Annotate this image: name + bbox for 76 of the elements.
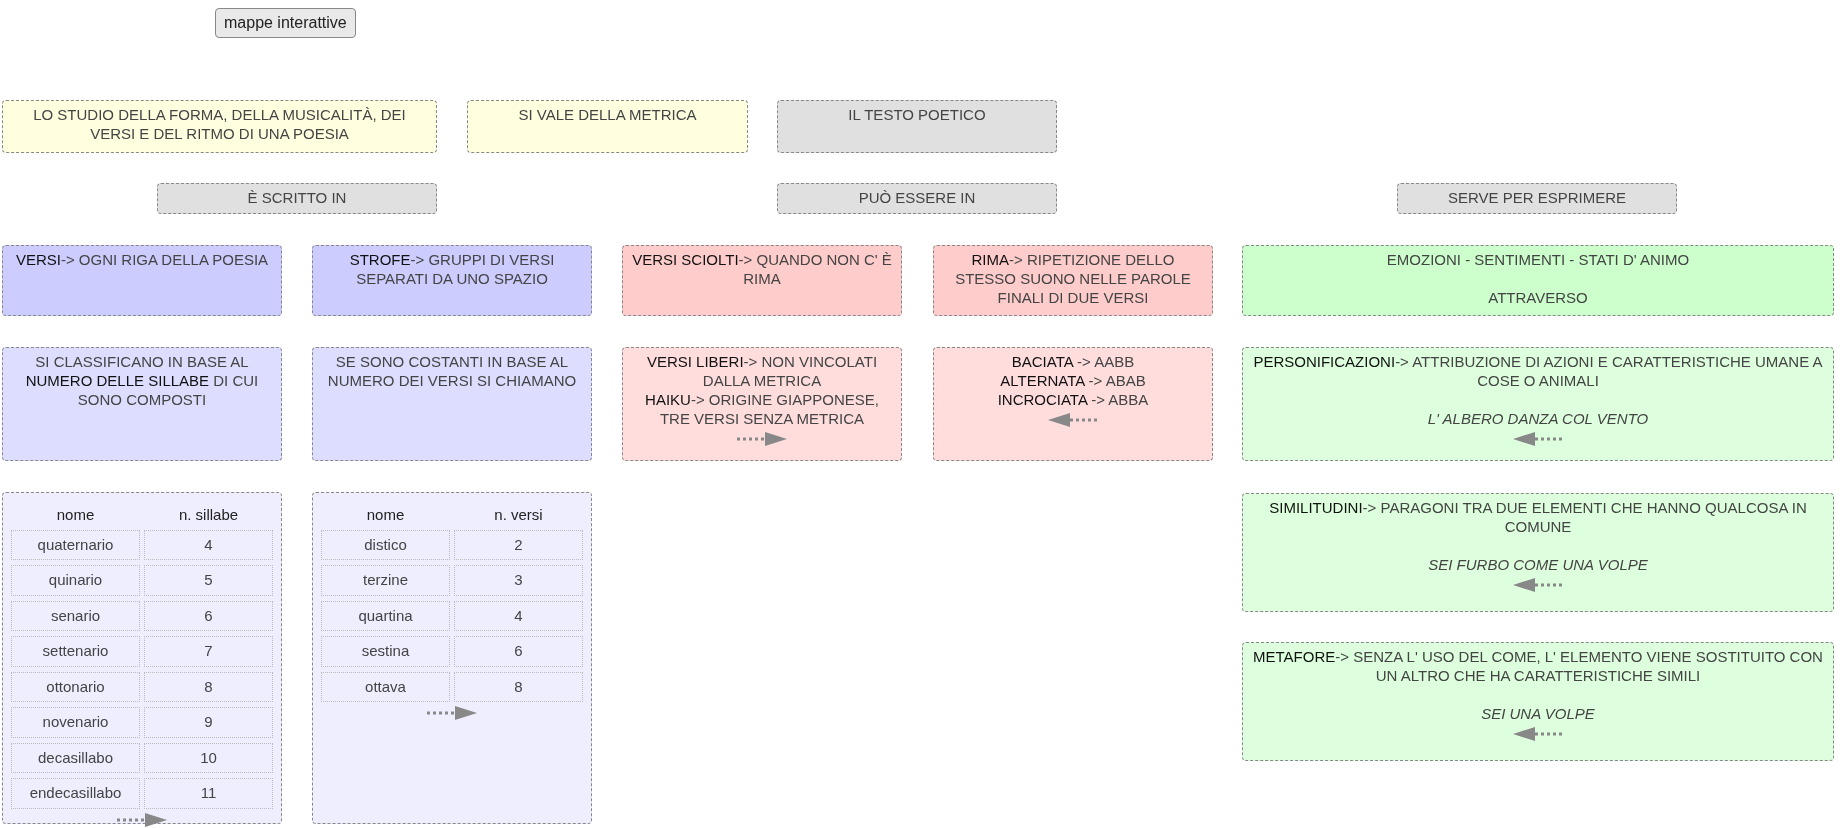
concept-box <box>2 100 437 153</box>
table-cell: 2 <box>454 529 583 560</box>
concept-box <box>2 347 282 461</box>
table-cell: endecasillabo <box>11 778 140 809</box>
table-cell: 5 <box>144 565 273 596</box>
box-text: SI CLASSIFICANO IN BASE AL NUMERO DELLE SILLABE DI CUI SONO COMPOSTI <box>24 352 260 409</box>
concept-box <box>622 347 902 461</box>
concept-box <box>1242 493 1834 612</box>
box-text: SI VALE DELLA METRICA <box>517 105 698 124</box>
box-text: L' ALBERO DANZA COL VENTO <box>1426 409 1650 428</box>
box-text: VERSI-> OGNI RIGA DELLA POESIA <box>14 250 270 269</box>
table-header: nome <box>365 505 406 525</box>
concept-box <box>1242 245 1834 316</box>
box-text: VERSI SCIOLTI-> QUANDO NON C' È RIMA <box>631 250 893 288</box>
table-cell: 11 <box>144 778 273 809</box>
box-text: SE SONO COSTANTI IN BASE AL NUMERO DEI VERSI SI CHIAMANO <box>326 352 578 390</box>
table-cell: sestina <box>321 636 450 667</box>
box-text: SEI UNA VOLPE <box>1480 704 1596 723</box>
table-cell: 6 <box>144 600 273 631</box>
box-text: LO STUDIO DELLA FORMA, DELLA MUSICALITÀ, DEI VERSI E DEL RITMO DI UNA POESIA <box>32 105 407 143</box>
concept-box <box>157 183 437 214</box>
table-cell: settenario <box>11 636 140 667</box>
table-cell: quartina <box>321 600 450 631</box>
box-text: VERSI LIBERI-> NON VINCOLATI DALLA METRICA <box>645 352 879 390</box>
box-text: SERVE PER ESPRIMERE <box>1446 188 1628 207</box>
table-cell: 4 <box>454 600 583 631</box>
box-text: RIMA-> RIPETIZIONE DELLO STESSO SUONO NELLE PAROLE FINALI DI DUE VERSI <box>954 250 1192 307</box>
box-text: HAIKU-> ORIGINE GIAPPONESE, TRE VERSI SENZA METRICA <box>644 390 880 428</box>
concept-box <box>1242 347 1834 461</box>
box-text: ALTERNATA -> ABAB <box>999 371 1147 390</box>
box-text: SIMILITUDINI-> PARAGONI TRA DUE ELEMENTI CHE HANNO QUALCOSA IN COMUNE <box>1268 498 1808 536</box>
table-cell: decasillabo <box>11 742 140 773</box>
box-text: È SCRITTO IN <box>246 188 348 207</box>
concept-box <box>933 245 1213 316</box>
concept-box <box>1242 642 1834 761</box>
box-text: BACIATA -> AABB <box>1010 352 1136 371</box>
box-text: IL TESTO POETICO <box>847 105 987 124</box>
table-cell: quinario <box>11 565 140 596</box>
table-panel <box>312 492 592 824</box>
table-cell: terzine <box>321 565 450 596</box>
table-cell: 10 <box>144 742 273 773</box>
box-text: METAFORE-> SENZA L' USO DEL COME, L' ELEMENTO VIENE SOSTITUITO CON UN ALTRO CHE HA CARATTERISTICHE SIMILI <box>1252 647 1824 685</box>
table-cell: 7 <box>144 636 273 667</box>
table-cell: ottonario <box>11 671 140 702</box>
box-text: PUÒ ESSERE IN <box>857 188 977 207</box>
table-cell: distico <box>321 529 450 560</box>
table-cell: 6 <box>454 636 583 667</box>
table-cell: novenario <box>11 707 140 738</box>
concept-box <box>933 347 1213 461</box>
concept-box <box>1397 183 1677 214</box>
table-cell: 8 <box>454 671 583 702</box>
concept-box <box>777 100 1057 153</box>
table-header: n. sillabe <box>177 505 240 525</box>
concept-box <box>467 100 748 153</box>
table-cell: ottava <box>321 671 450 702</box>
box-text: ATTRAVERSO <box>1487 288 1589 307</box>
table-cell: 8 <box>144 671 273 702</box>
table-cell: quaternario <box>11 529 140 560</box>
box-text: PERSONIFICAZIONI-> ATTRIBUZIONE DI AZIONI E CARATTERISTICHE UMANE A COSE O ANIMALI <box>1252 352 1824 390</box>
table-header: nome <box>55 505 96 525</box>
table-cell: 3 <box>454 565 583 596</box>
table-cell: senario <box>11 600 140 631</box>
concept-box <box>312 347 592 461</box>
concept-box <box>777 183 1057 214</box>
table-cell: 4 <box>144 529 273 560</box>
concept-box <box>622 245 902 316</box>
concept-box <box>2 245 282 316</box>
table-panel <box>2 492 282 824</box>
table-cell: 9 <box>144 707 273 738</box>
concept-box <box>312 245 592 316</box>
box-text: STROFE-> GRUPPI DI VERSI SEPARATI DA UNO SPAZIO <box>348 250 556 288</box>
box-text: INCROCIATA -> ABBA <box>996 390 1150 409</box>
table-header: n. versi <box>493 505 544 525</box>
box-text: EMOZIONI - SENTIMENTI - STATI D' ANIMO <box>1385 250 1691 269</box>
box-text: SEI FURBO COME UNA VOLPE <box>1427 555 1649 574</box>
menu-button: mappe interattive <box>215 8 356 38</box>
